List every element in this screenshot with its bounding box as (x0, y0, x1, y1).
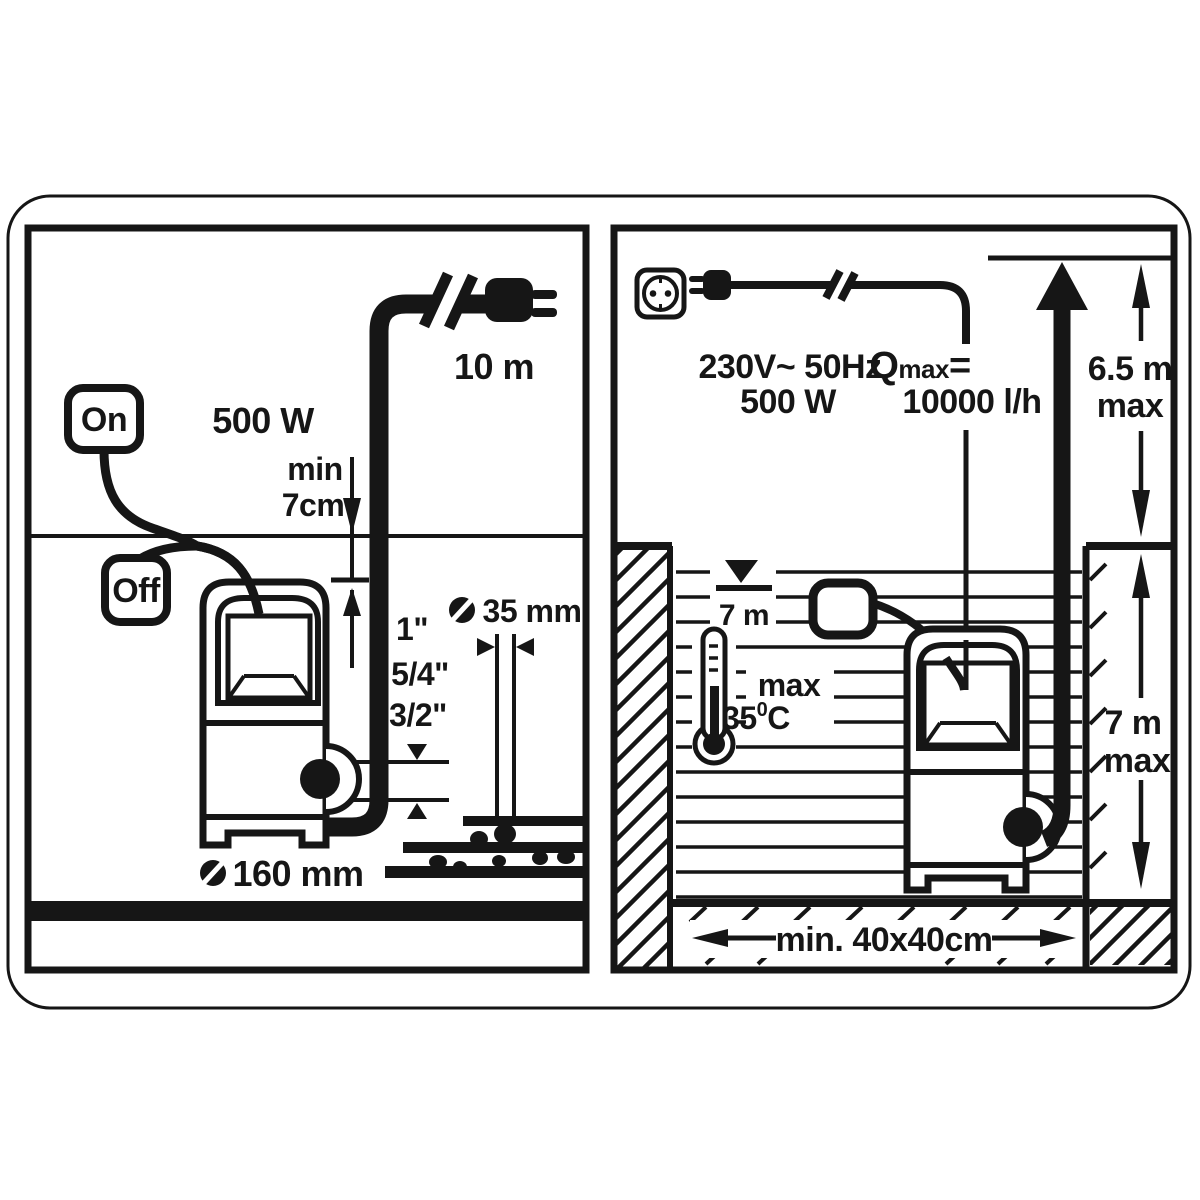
left-power-label: 500 W (212, 400, 314, 441)
qmax-label: Qmax= (869, 345, 970, 387)
right-panel-frame (610, 224, 1178, 974)
cable-break-icon (822, 267, 859, 304)
socket-icon (634, 267, 687, 320)
qmax-value: 10000 l/h (902, 383, 1041, 421)
label-backdrop (746, 664, 834, 736)
outlet-housing (325, 743, 362, 815)
hose-size-2: 5/4" (391, 656, 449, 692)
hose-size-3: 3/2" (389, 697, 447, 733)
arrow-right-icon (477, 638, 495, 656)
arrow-down-icon (1132, 490, 1150, 537)
ground-bar (26, 901, 586, 921)
diameter-icon (448, 595, 476, 625)
power-cable (323, 294, 486, 837)
arrow-up-icon (1132, 554, 1150, 598)
pit-size-label: min. 40x40cm (775, 921, 992, 959)
grain-tube (477, 634, 534, 818)
pit-floor: min. 40x40cm (672, 899, 1177, 966)
float-switch-icon (808, 578, 878, 640)
switch-cable-on (99, 449, 200, 550)
cable-length-label: 10 m (454, 346, 534, 387)
pump-illustration (196, 541, 362, 849)
cable-break-icon (419, 271, 478, 332)
grain-size-label: 35 mm (483, 593, 582, 629)
arrow-down-icon (343, 498, 361, 534)
pit-right-wall (1082, 542, 1176, 967)
diameter-icon (199, 858, 227, 888)
head-dimension (1132, 264, 1150, 537)
gravel-layers (385, 816, 585, 878)
level-triangle-icon (725, 560, 758, 583)
on-switch-box (64, 384, 144, 454)
off-label: Off (112, 572, 161, 610)
arrow-up-icon (407, 803, 427, 819)
off-switch-box (101, 554, 171, 626)
discharge-arrow (1036, 262, 1088, 847)
min-depth-dimension (331, 457, 369, 668)
water-level-label: 7 m (719, 599, 769, 632)
on-label: On (81, 401, 127, 439)
arrow-down-icon (1132, 842, 1150, 889)
temp-max-label: max (758, 667, 821, 703)
arrow-up-icon (343, 588, 361, 616)
thermometer-icon (692, 626, 736, 766)
arrow-left-icon (692, 929, 728, 947)
depth-max-label: max (1104, 742, 1171, 780)
power-plug-icon (689, 270, 731, 300)
head-value: 6.5 m (1088, 350, 1172, 388)
hose-size-1: 1" (396, 611, 428, 647)
outlet-port (300, 759, 340, 799)
right-power-label: 500 W (740, 383, 837, 421)
outlet-dimension (353, 744, 449, 819)
min-depth-value: 7cm (282, 487, 345, 523)
arrow-right-icon (1040, 929, 1076, 947)
outlet-port (1003, 807, 1043, 847)
min-depth-label: min (287, 451, 342, 487)
power-cable (730, 281, 970, 344)
power-plug-icon (485, 278, 557, 322)
depth-dimension (1132, 554, 1150, 889)
arrow-down-icon (407, 744, 427, 760)
arrow-up-icon (1036, 262, 1088, 310)
depth-value: 7 m (1104, 704, 1161, 742)
temp-value: 350C (722, 699, 790, 736)
head-max-label: max (1097, 387, 1164, 425)
arrow-up-icon (1132, 264, 1150, 308)
water-level-marker (716, 560, 772, 591)
arrow-left-icon (516, 638, 534, 656)
pump-diameter-label: 160 mm (232, 853, 363, 894)
left-panel-frame (24, 224, 590, 974)
pit-left-wall (612, 542, 673, 967)
right-panel: min. 40x40cm 230V~ 50Hz 500 W Qmax= 1000… (612, 255, 1177, 967)
voltage-label: 230V~ 50Hz (698, 348, 881, 386)
pit-size-dimension (692, 929, 1076, 947)
left-panel: min 7cm 500 W 10 m On Off (26, 271, 586, 921)
